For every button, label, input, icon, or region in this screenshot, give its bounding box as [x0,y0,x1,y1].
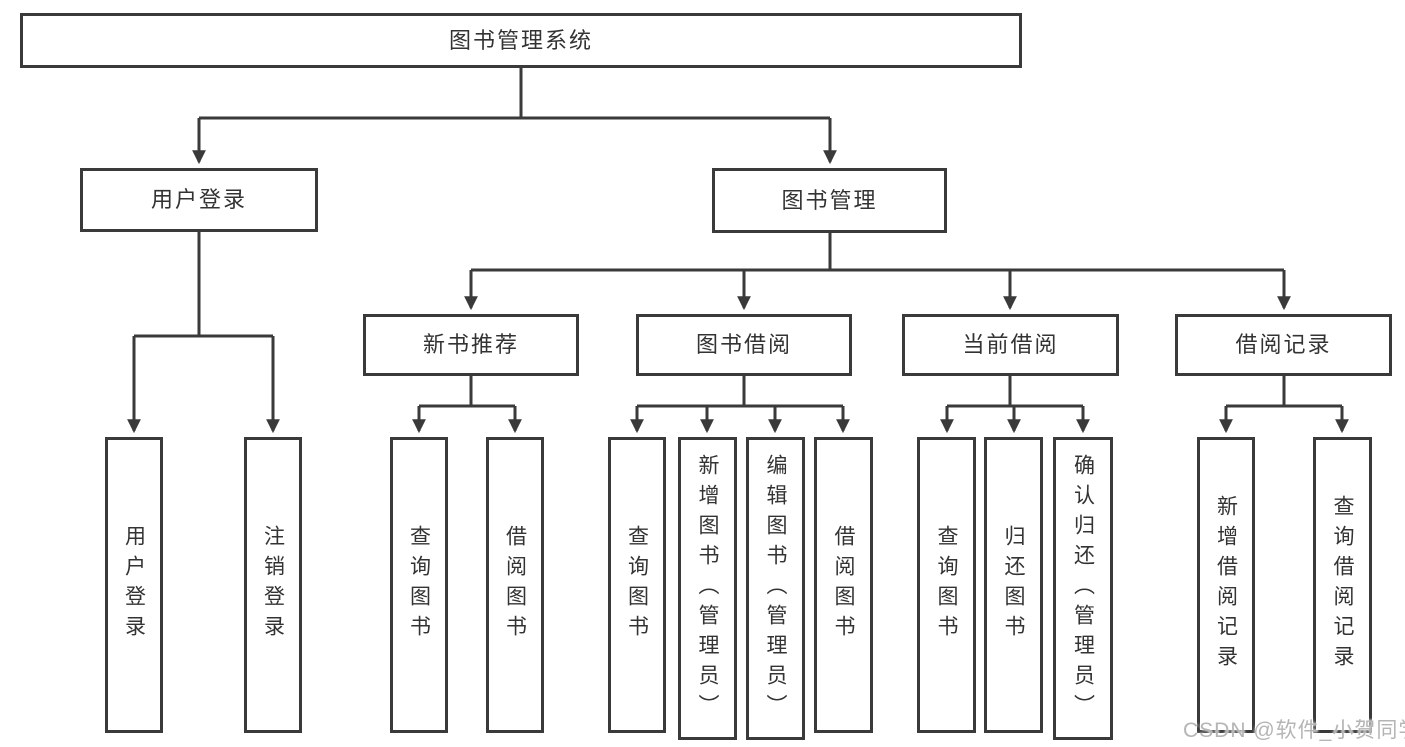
node-book-borrow: 图书借阅 [636,314,852,376]
node-library-management-system: 图书管理系统 [20,13,1022,68]
leaf-query-borrow-record: 查询借阅记录 [1313,437,1372,733]
leaf-label: 归还图书 [1002,525,1025,645]
leaf-label: 新增图书（管理员） [696,453,719,724]
leaf-confirm-return-admin: 确认归还（管理员） [1053,437,1113,740]
csdn-watermark: CSDN @软件_小贺同学 [1183,719,1405,742]
node-current-borrow: 当前借阅 [902,314,1119,376]
leaf-user-login: 用户登录 [105,437,163,733]
leaf-add-borrow-record: 新增借阅记录 [1197,437,1255,733]
leaf-label: 查询图书 [407,525,431,645]
leaf-label: 新增借阅记录 [1214,495,1238,675]
node-user-login: 用户登录 [80,168,318,232]
leaf-return-books: 归还图书 [984,437,1043,733]
leaf-borrow-books-recommend: 借阅图书 [486,437,544,733]
leaf-label: 查询图书 [625,525,649,645]
leaf-borrow-books: 借阅图书 [814,437,873,733]
leaf-query-books-current: 查询图书 [917,437,976,733]
leaf-label: 编辑图书（管理员） [764,453,787,724]
leaf-label: 确认归还（管理员） [1071,453,1095,724]
leaf-query-books-recommend: 查询图书 [390,437,448,733]
leaf-query-books-borrow: 查询图书 [608,437,666,733]
node-book-management: 图书管理 [712,168,947,233]
leaf-add-books-admin: 新增图书（管理员） [678,437,737,740]
leaf-logout: 注销登录 [244,437,302,733]
leaf-edit-books-admin: 编辑图书（管理员） [746,437,805,740]
leaf-label: 查询图书 [935,525,958,645]
leaf-label: 借阅图书 [832,525,855,645]
leaf-label: 查询借阅记录 [1331,495,1354,675]
node-new-book-recommend: 新书推荐 [363,314,579,376]
node-borrow-records: 借阅记录 [1175,314,1392,376]
leaf-label: 借阅图书 [503,525,527,645]
leaf-label: 用户登录 [122,525,146,645]
leaf-label: 注销登录 [261,525,285,645]
